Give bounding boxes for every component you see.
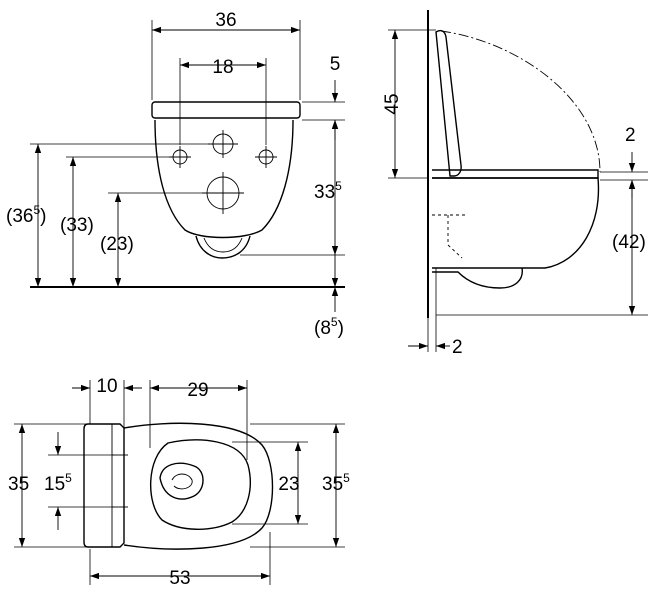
bowl-outline bbox=[154, 119, 294, 239]
top-view: 10 29 53 35 155 23 355 bbox=[8, 376, 350, 589]
label-wall-gap-2: 2 bbox=[452, 337, 463, 358]
seat-outline bbox=[151, 101, 301, 119]
lid-outline bbox=[435, 29, 462, 177]
label-width-35-5: 355 bbox=[322, 471, 350, 495]
side-view: 45 2 (42) 2 bbox=[382, 10, 648, 358]
label-height-36-5: (365) bbox=[6, 203, 46, 227]
label-overall-length-53: 53 bbox=[169, 568, 190, 589]
label-width-36: 36 bbox=[215, 10, 236, 31]
label-hole-spacing-18: 18 bbox=[212, 57, 233, 78]
bowl-top-outline bbox=[123, 422, 274, 550]
label-seat-offset-2: 2 bbox=[625, 125, 636, 146]
seat-hinge-block bbox=[83, 423, 125, 548]
label-bowl-height-33-5: 335 bbox=[314, 179, 342, 203]
label-inner-length-29: 29 bbox=[187, 380, 208, 401]
water-inlet-hole bbox=[208, 130, 238, 158]
outlet-inner bbox=[203, 237, 243, 253]
seat-outline-side bbox=[432, 169, 599, 179]
label-lid-height-45: 45 bbox=[382, 93, 403, 114]
label-seat-depth-10: 10 bbox=[96, 376, 117, 397]
label-height-23: (23) bbox=[100, 234, 134, 255]
fixing-hole-left bbox=[169, 146, 191, 168]
label-height-33: (33) bbox=[60, 215, 94, 236]
waste-outlet-hole bbox=[202, 172, 244, 214]
outlet-outline bbox=[195, 235, 251, 259]
label-bowl-height-42: (42) bbox=[612, 232, 646, 253]
water-outlet-swirl bbox=[159, 462, 204, 500]
label-floor-gap-8-5: (85) bbox=[314, 315, 344, 339]
fixing-hole-right bbox=[255, 146, 277, 168]
lid-swing-arc bbox=[440, 30, 601, 173]
bowl-inner-dashed bbox=[432, 214, 468, 259]
label-seat-thickness-5: 5 bbox=[330, 54, 341, 75]
outlet-side bbox=[432, 267, 523, 289]
label-inner-width-23: 23 bbox=[278, 474, 299, 495]
bowl-side-outline bbox=[432, 177, 600, 269]
front-view: 36 18 5 (365) (33) (23) 335 (85) bbox=[6, 10, 345, 339]
label-hole-spacing-15-5: 155 bbox=[44, 471, 72, 495]
bowl-top-inner bbox=[150, 439, 251, 530]
label-width-35: 35 bbox=[8, 474, 29, 495]
